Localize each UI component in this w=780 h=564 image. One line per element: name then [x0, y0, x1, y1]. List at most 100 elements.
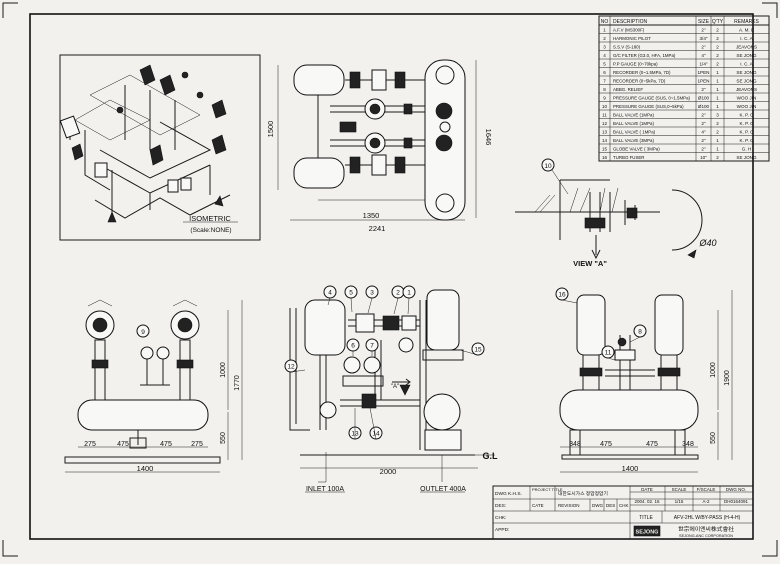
callout-leader [459, 349, 479, 356]
bom-cell: 2" [701, 27, 706, 32]
base-plate [64, 456, 221, 464]
bom-cell: 2 [716, 155, 719, 160]
bom-cell: Ø100 [698, 95, 710, 100]
turbo-fuser [426, 289, 460, 351]
right-dim-1400: 1400 [622, 464, 639, 473]
front-dim-550: 550 [220, 432, 227, 444]
tb-dwg-label: DWG [495, 491, 507, 497]
tb-revision: REVISION [558, 503, 580, 508]
right-dim-475-right: 475 [646, 441, 658, 448]
bom-cell: 2 [716, 36, 719, 41]
bom-cell: 1PEN [697, 70, 709, 75]
side-arrow-label: "A" [391, 384, 399, 390]
right-dim-348-right: 348 [682, 441, 694, 448]
header-drum [559, 389, 699, 431]
bom-cell: 1 [716, 70, 719, 75]
bom-cell: PRESSURE GAUGE (SUS,0~5kPa) [613, 104, 684, 109]
right-dim-348-left: 348 [569, 441, 581, 448]
front-dim-475-right: 475 [160, 441, 172, 448]
callout-leader [407, 297, 410, 315]
callout-leader [607, 357, 616, 361]
bom-cell: 10" [700, 155, 707, 160]
callout-number: 8 [638, 329, 642, 336]
front-dim-1000: 1000 [220, 362, 227, 378]
bom-cell: SE JONG [736, 53, 757, 58]
bom-cell: 2" [701, 87, 706, 92]
sheet-border [29, 13, 754, 540]
front-dim-475-left: 475 [117, 441, 129, 448]
bom-cell: TURBO FUSER [613, 155, 644, 160]
top-view: 1350 2241 1500 1646 [266, 59, 493, 233]
bom-cell: K. P. C [740, 129, 755, 134]
bom-cell: WOO JIN [737, 95, 757, 100]
view-a-callout-number: 10 [544, 163, 552, 170]
bom-cell: 2" [701, 121, 706, 126]
corner-mark [762, 2, 778, 18]
bom-header-cell: DESCRIPTION [613, 19, 648, 25]
bom-header-cell: SIZE [698, 19, 710, 25]
front-dim-1770: 1770 [234, 375, 241, 391]
bom-cell: I. C. A [740, 36, 753, 41]
bom-cell: 2" [701, 44, 706, 49]
bom-cell: 1 [716, 104, 719, 109]
tb-f-scale-value: A-2 [702, 499, 710, 504]
callout-number: 2 [396, 290, 400, 297]
tb-dwg-no-label: DWG NO. [726, 487, 746, 492]
corner-mark [2, 2, 18, 18]
flow-arrow-icon [107, 211, 117, 223]
ground-level-label: G.L [483, 451, 499, 461]
bom-cell: PRESSURE GAUGE (SUS, 0~1.5MPa) [613, 95, 691, 100]
callout-leader [629, 336, 641, 343]
callout-number: 15 [474, 347, 482, 354]
bom-cell: RECORDER (0~5kPa, 7D) [613, 78, 666, 83]
bom-cell: 4" [701, 53, 706, 58]
bom-cell: 2 [716, 53, 719, 58]
callout-number: 6 [351, 343, 355, 350]
callout-leader [367, 297, 373, 314]
side-dim-2000: 2000 [380, 467, 397, 476]
isometric-view: ISOMETRIC (Scale:NONE) [59, 54, 261, 241]
bom-cell: 1 [716, 87, 719, 92]
bom-cell: 2 [716, 121, 719, 126]
tb-dwg-value: K.H.S. [508, 491, 522, 497]
front-callout-bubble [136, 324, 150, 338]
tb-chk-col: CHK [619, 503, 629, 508]
view-a-bubble-text: Ø40 [698, 238, 716, 248]
bom-cell: 1 [716, 78, 719, 83]
tb-f-scale-label: F/SCALE [697, 487, 716, 492]
bom-cell: 12 [602, 121, 608, 126]
corner-mark [2, 540, 18, 557]
bom-cell: 2 [716, 129, 719, 134]
filter-drum [293, 64, 345, 96]
bom-cell: 3/4" [699, 36, 707, 41]
bom-header-cell: Q'TY [712, 19, 724, 25]
bom-cell: JEAVONS [736, 87, 757, 92]
company-logo [633, 525, 661, 537]
bom-cell: ABBG. RELIEF [613, 87, 643, 92]
tb-cate: CATE [532, 503, 544, 508]
bom-cell: 2" [701, 138, 706, 143]
bom-cell: K. P. C [740, 138, 755, 143]
tb-des-col: DES [606, 503, 615, 508]
base-plate [561, 454, 699, 460]
filter-drum [304, 299, 346, 356]
bom-cell: 2 [716, 61, 719, 66]
bom-cell: 14 [602, 138, 608, 143]
callout-number: 11 [605, 350, 612, 357]
turbo-fuser [654, 294, 684, 356]
right-dim-550: 550 [710, 432, 717, 444]
isometric-title: ISOMETRIC [189, 214, 231, 223]
callout-number: 4 [328, 290, 332, 297]
callout-number: 1 [407, 290, 411, 297]
bom-cell: 2 [603, 36, 606, 41]
